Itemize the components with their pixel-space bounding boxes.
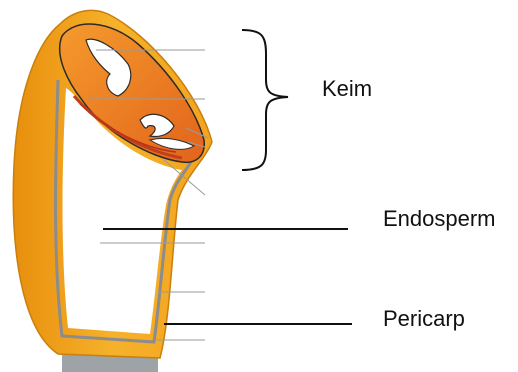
label-pericarp: Pericarp [383, 306, 465, 331]
label-endosperm: Endosperm [383, 206, 496, 231]
label-keim: Keim [322, 76, 372, 101]
keim-bracket [242, 30, 288, 170]
